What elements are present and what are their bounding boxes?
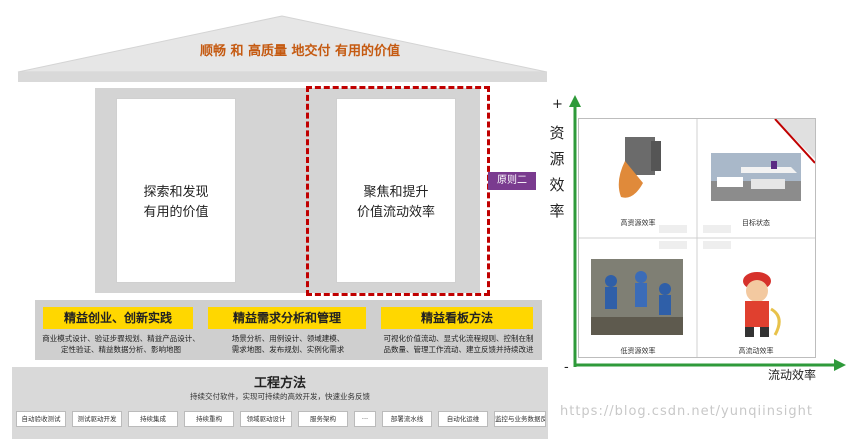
practice-requirements-desc: 场景分析、用例设计、领域建模、 需求地图、发布规划、实例化需求 [209, 333, 367, 355]
eng-item-refactoring: 持续重构 [184, 411, 234, 427]
eng-item-ellipsis: ··· [354, 411, 376, 427]
principle-tag: 原则二 [488, 172, 536, 190]
workers-illustration [591, 259, 683, 335]
quadrant-dividers [579, 119, 815, 357]
x-axis-label: 流动效率 [768, 368, 817, 382]
pillar-flow-line1: 聚焦和提升 [363, 185, 429, 200]
bucket-illustration [618, 137, 661, 198]
pillar-flow: 聚焦和提升 价值流动效率 [336, 98, 456, 283]
watermark: https://blog.csdn.net/yunqiinsight [560, 404, 813, 419]
eng-item-ddd: 领域驱动设计 [240, 411, 292, 427]
quadrant-label-high-flow: 高流动效率 [738, 347, 774, 355]
airport-illustration [711, 153, 801, 201]
engineering-subtitle: 持续交付软件，实现可持续的高效开发，快速业务反馈 [190, 392, 370, 401]
eng-item-automated-ops: 自动化运维 [438, 411, 488, 427]
practice-requirements-title: 精益需求分析和管理 [208, 307, 366, 329]
practice-kanban-desc-line1: 可视化价值流动、显式化流程规则、控制在制 [383, 334, 534, 343]
roof [17, 15, 548, 82]
quadrant-label-target-state: 目标状态 [742, 219, 770, 227]
practice-kanban-title: 精益看板方法 [381, 307, 533, 329]
y-axis-char-2: 源 [549, 150, 565, 168]
practice-lean-startup-desc-line2: 定性验证、精益数据分析、影响地图 [61, 345, 181, 354]
practice-kanban-desc: 可视化价值流动、显式化流程规则、控制在制 品数量、管理工作流动、建立反馈并持续改… [375, 333, 542, 355]
eng-item-deployment-pipeline: 部署流水线 [382, 411, 432, 427]
practice-kanban-desc-line2: 品数量、管理工作流动、建立反馈并持续改进 [383, 345, 534, 354]
pillar-explore-line1: 探索和发现 [143, 185, 209, 200]
small-tag-3 [703, 225, 731, 233]
y-axis-char-1: 资 [549, 124, 565, 142]
eng-item-service-architecture: 服务架构 [298, 411, 348, 427]
quadrant-label-low-resource: 低资源效率 [620, 347, 656, 355]
pillar-explore-line2: 有用的价值 [143, 205, 209, 220]
roof-title: 顺畅 和 高质量 地交付 有用的价值 [199, 44, 401, 59]
y-axis-char-4: 率 [549, 202, 565, 220]
quadrant-label-high-resource: 高资源效率 [620, 219, 656, 227]
y-axis-char-3: 效 [549, 176, 565, 194]
small-tag-4 [703, 241, 731, 249]
eng-item-monitoring-feedback: 监控与业务数据反馈 [494, 411, 546, 427]
practice-lean-startup-title: 精益创业、创新实践 [43, 307, 193, 329]
firefighter-illustration [743, 272, 781, 337]
engineering-title: 工程方法 [253, 376, 306, 391]
pillar-explore: 探索和发现 有用的价值 [116, 98, 236, 283]
practice-requirements-desc-line2: 需求地图、发布规划、实例化需求 [231, 345, 345, 354]
practice-lean-startup-desc-line1: 商业模式设计、验证步骤规划、精益产品设计、 [42, 334, 200, 343]
eng-item-acceptance-test: 自动验收测试 [16, 411, 66, 427]
y-axis-plus: + [552, 97, 563, 112]
pillar-flow-line2: 价值流动效率 [356, 205, 435, 220]
practice-band: 精益创业、创新实践 商业模式设计、验证步骤规划、精益产品设计、 定性验证、精益数… [35, 300, 542, 360]
quadrant-grid: 高资源效率 目标状态 低资源效率 高流动效率 [578, 118, 816, 358]
quadrant-axes [569, 95, 846, 371]
practice-requirements-desc-line1: 场景分析、用例设计、领域建模、 [231, 334, 345, 343]
y-axis-label: 资 源 效 率 [549, 120, 565, 224]
eng-item-tdd: 测试驱动开发 [72, 411, 122, 427]
focus-dashed-frame [306, 86, 490, 296]
small-tag-2 [659, 241, 687, 249]
engineering-band: 工程方法 持续交付软件，实现可持续的高效开发，快速业务反馈 自动验收测试 测试驱… [12, 367, 548, 439]
x-axis-minus: - [564, 360, 569, 375]
small-tag-1 [659, 225, 687, 233]
practice-lean-startup-desc: 商业模式设计、验证步骤规划、精益产品设计、 定性验证、精益数据分析、影响地图 [37, 333, 205, 355]
eng-item-ci: 持续集成 [128, 411, 178, 427]
